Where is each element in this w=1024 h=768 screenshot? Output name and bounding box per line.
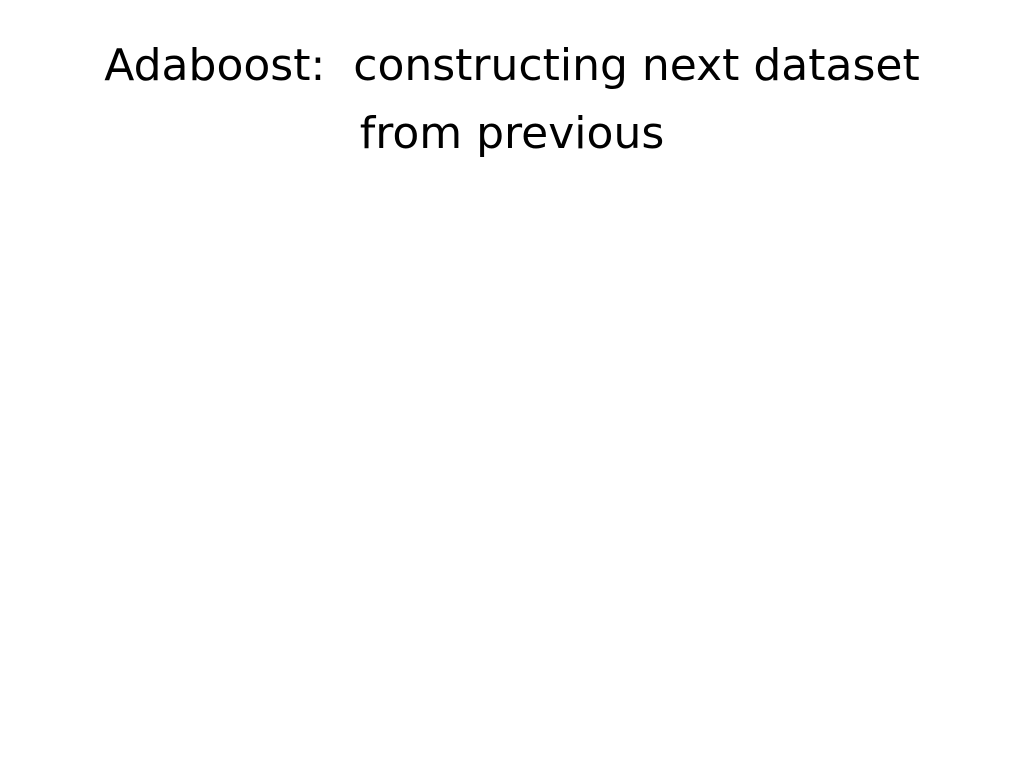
slide-title-line-1: Adaboost: constructing next dataset: [104, 40, 920, 91]
slide-title-line-2: from previous: [359, 108, 665, 159]
slide-title: Adaboost: constructing next dataset from…: [0, 32, 1024, 168]
